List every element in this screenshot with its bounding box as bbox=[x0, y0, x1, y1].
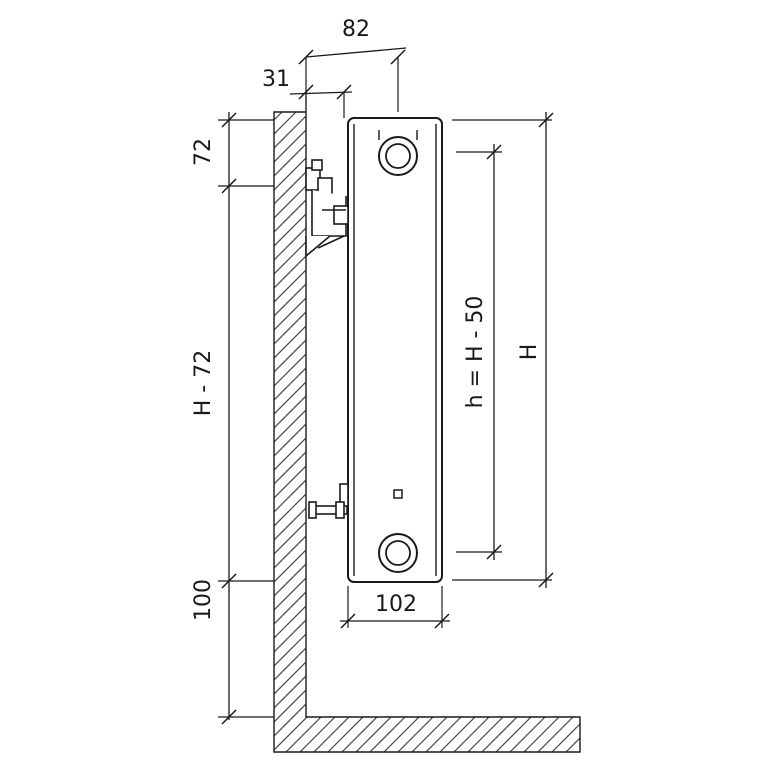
connection-spacing-label: h = H - 50 bbox=[463, 296, 488, 409]
hatch-line bbox=[0, 70, 142, 768]
lower-bracket-icon bbox=[308, 483, 349, 519]
dimension-connection-spacing: h = H - 50 bbox=[456, 144, 502, 560]
hatch-line bbox=[274, 112, 580, 752]
hatch-line bbox=[0, 70, 170, 768]
hatch-line bbox=[274, 112, 580, 752]
hatch-line bbox=[274, 112, 580, 752]
hatch-line bbox=[674, 70, 768, 768]
hatch-line bbox=[274, 112, 563, 752]
hatch-line bbox=[575, 112, 580, 752]
top-offset-label: 72 bbox=[191, 138, 216, 166]
hatch-line bbox=[274, 112, 580, 752]
hatch-line bbox=[491, 112, 580, 752]
wall-gap-label: 31 bbox=[262, 67, 290, 92]
hatch-line bbox=[435, 112, 580, 752]
hatch-line bbox=[646, 70, 768, 768]
hatch-line bbox=[274, 112, 580, 752]
hatch-line bbox=[0, 70, 156, 768]
hatch-line bbox=[274, 112, 580, 752]
radiator-outline bbox=[347, 117, 443, 583]
dimension-height: H bbox=[452, 112, 554, 588]
radiator-depth-label: 102 bbox=[375, 592, 417, 617]
hatch-line bbox=[274, 112, 580, 752]
hatch-line bbox=[660, 70, 768, 768]
hatch-line bbox=[407, 112, 580, 752]
hatch-line bbox=[0, 70, 254, 768]
bottom-offset-label: 100 bbox=[191, 579, 216, 621]
hatch-line bbox=[274, 112, 577, 752]
hatch-line bbox=[274, 112, 409, 752]
hatch-line bbox=[0, 70, 184, 768]
hatch-line bbox=[274, 112, 580, 752]
hatch-line bbox=[0, 70, 128, 768]
hatch-line bbox=[0, 70, 212, 768]
hatch-line bbox=[274, 112, 297, 752]
depth-total-label: 82 bbox=[342, 17, 370, 42]
mount-span-label: H - 72 bbox=[191, 350, 216, 416]
hatch-line bbox=[449, 112, 580, 752]
hatch-line bbox=[274, 112, 580, 752]
hatch-line bbox=[547, 112, 580, 752]
hatch-line bbox=[274, 112, 580, 752]
hatch-line bbox=[274, 112, 535, 752]
hatch-line bbox=[688, 70, 768, 768]
hatch-line bbox=[274, 112, 339, 752]
hatch-line bbox=[604, 70, 768, 768]
dimension-chain-left: 72 H - 72 100 bbox=[191, 112, 274, 725]
vent-square-icon bbox=[393, 489, 403, 499]
hatch-line bbox=[561, 112, 580, 752]
radiator-panel bbox=[347, 117, 443, 583]
hatch-line bbox=[274, 112, 580, 752]
hatch-line bbox=[0, 70, 114, 768]
hatch-line bbox=[274, 112, 311, 752]
dimension-depth-total: 82 bbox=[298, 17, 407, 112]
hatch-line bbox=[274, 112, 395, 752]
hatch-line bbox=[505, 112, 580, 752]
hatch-line bbox=[274, 112, 580, 752]
dimension-wall-gap: 31 bbox=[262, 67, 353, 118]
hatch-line bbox=[632, 70, 768, 768]
hatch-line bbox=[0, 70, 198, 768]
hatch-line bbox=[274, 112, 381, 752]
bottom-connection-icon bbox=[378, 533, 418, 573]
hatch-line bbox=[590, 70, 768, 768]
hatch-line bbox=[463, 112, 580, 752]
upper-bracket-icon bbox=[305, 159, 349, 258]
hatch-line bbox=[0, 70, 226, 768]
hatch-line bbox=[274, 112, 580, 752]
top-connection-icon bbox=[378, 130, 418, 176]
hatch-line bbox=[0, 70, 268, 768]
hatch-line bbox=[618, 70, 768, 768]
hatch-line bbox=[421, 112, 580, 752]
hatch-line bbox=[393, 112, 580, 752]
hatch-line bbox=[533, 112, 580, 752]
hatch-line bbox=[0, 70, 100, 768]
hatch-line bbox=[274, 112, 353, 752]
dimension-radiator-depth: 102 bbox=[340, 586, 450, 629]
height-label: H bbox=[517, 344, 542, 361]
hatch-line bbox=[519, 112, 580, 752]
hatch-line bbox=[477, 112, 580, 752]
hatch-line bbox=[0, 70, 240, 768]
hatch-line bbox=[274, 112, 283, 752]
hatch-line bbox=[274, 112, 580, 752]
